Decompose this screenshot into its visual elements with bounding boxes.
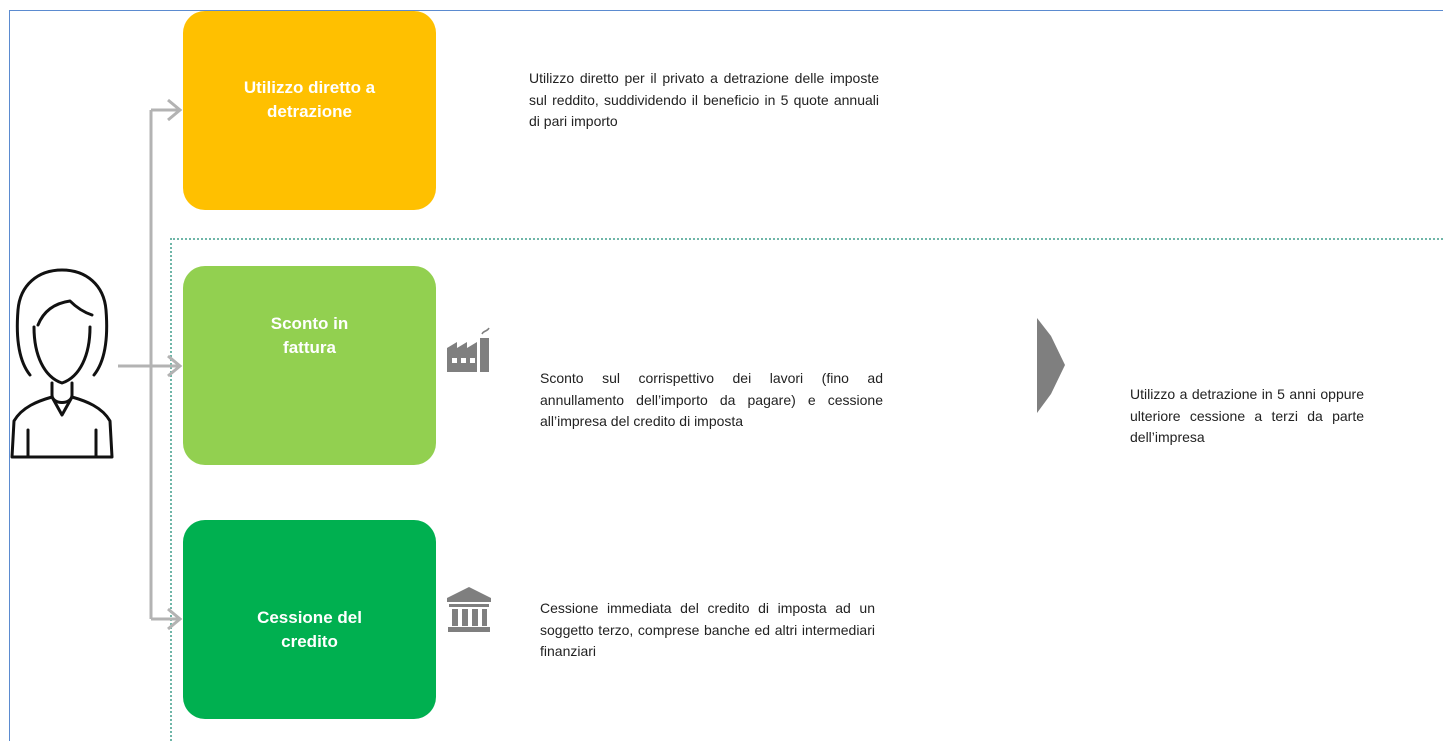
box-cessione-credito-label: Cessione del credito <box>257 607 362 651</box>
chevron-arrow-icon <box>1037 318 1065 413</box>
box-utilizzo-diretto-label: Utilizzo diretto a detrazione <box>243 77 376 121</box>
description-utilizzo-diretto: Utilizzo diretto per il privato a detraz… <box>529 70 879 130</box>
box-sconto-fattura-label: Sconto in fattura <box>270 313 349 357</box>
description-sconto-fattura: Sconto sul corrispettivo dei lavori (fin… <box>540 370 883 430</box>
diagram-frame <box>9 10 1443 741</box>
impresa-options-frame <box>170 238 1443 741</box>
description-cessione-credito: Cessione immediata del credito di impost… <box>540 600 875 660</box>
bank-icon <box>447 587 491 632</box>
factory-icon <box>447 327 490 372</box>
box-cessione-credito: Cessione del credito <box>183 520 436 719</box>
description-impresa: Utilizzo a detrazione in 5 anni oppure u… <box>1130 386 1364 446</box>
box-utilizzo-diretto: Utilizzo diretto a detrazione <box>183 11 436 210</box>
person-icon <box>10 268 114 459</box>
box-sconto-fattura: Sconto in fattura <box>183 266 436 465</box>
